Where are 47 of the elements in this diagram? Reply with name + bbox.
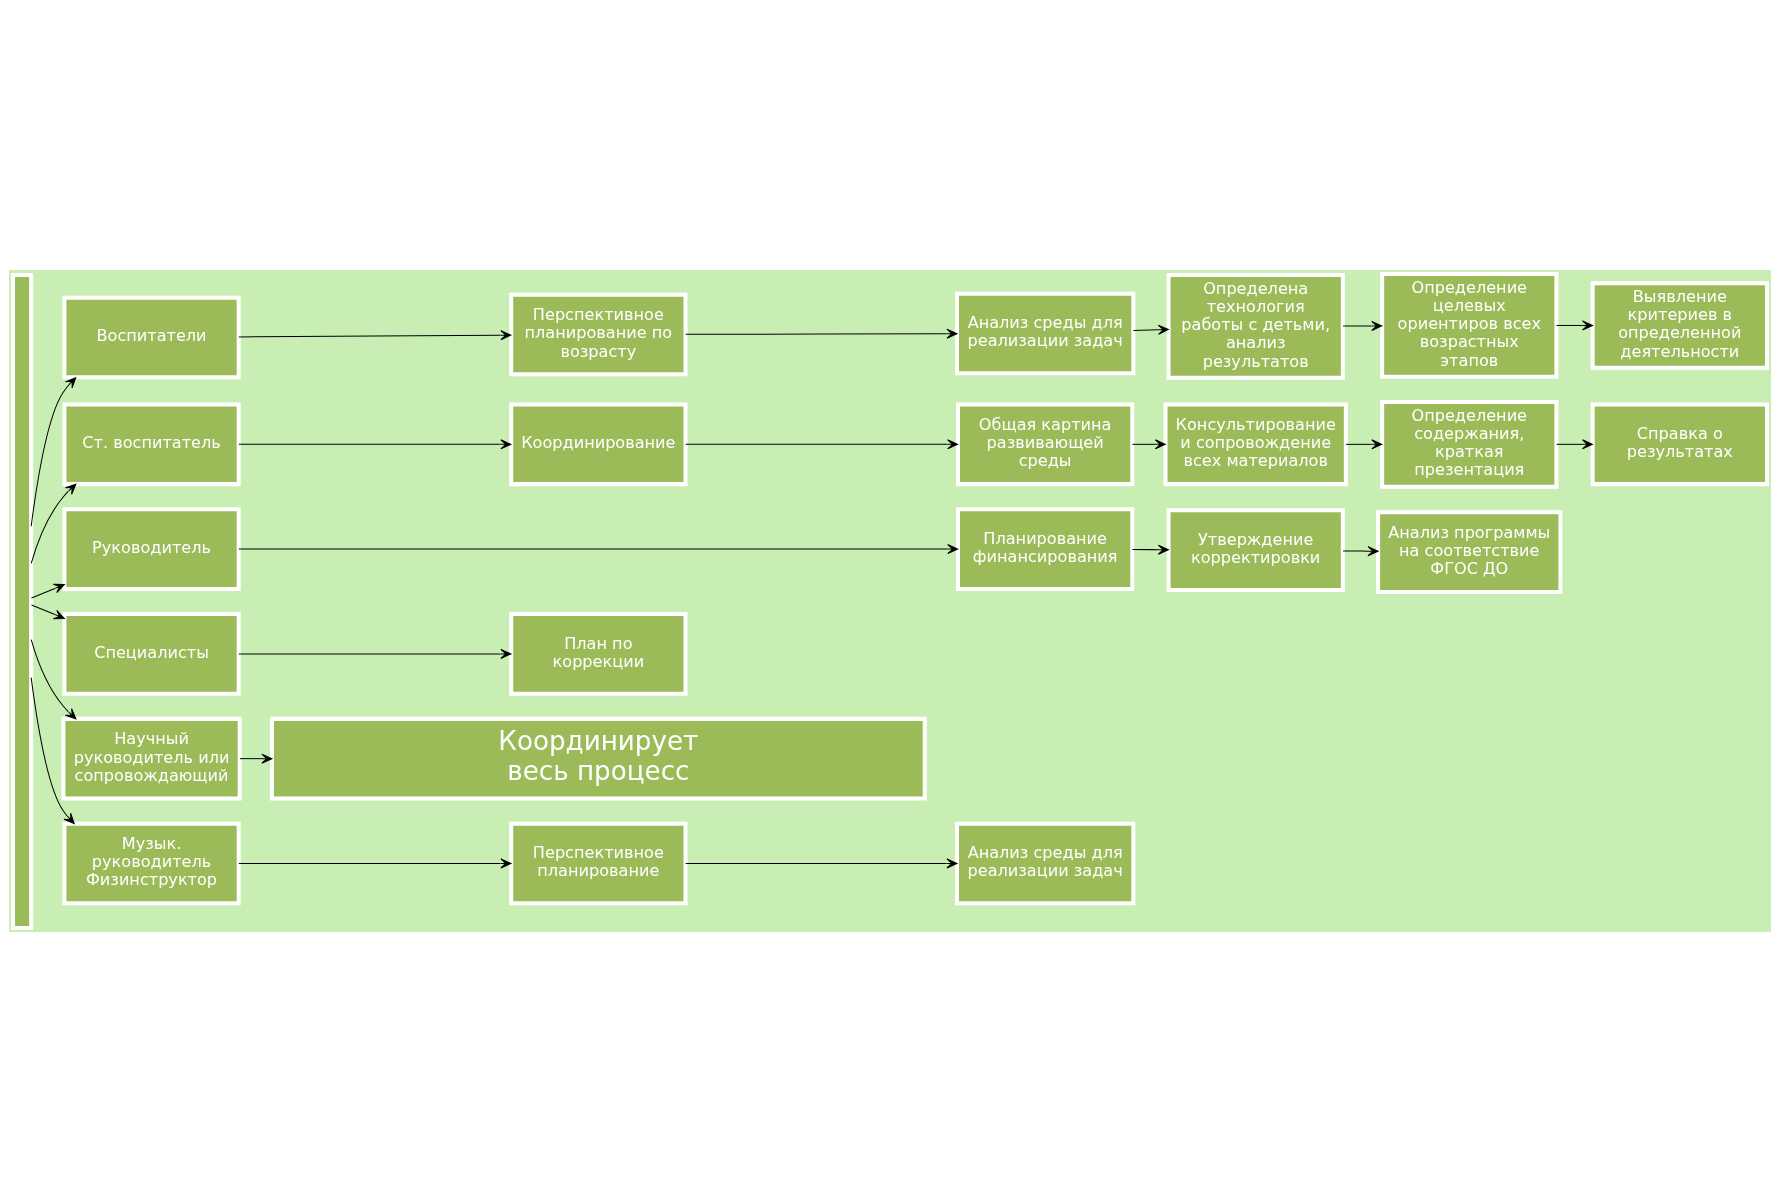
arrow <box>1555 438 1593 449</box>
arrow <box>1555 319 1593 330</box>
node-box: Выявление критериев в определенной деятельности <box>1590 280 1769 370</box>
node-box: Специалисты <box>61 611 241 696</box>
arrow <box>237 648 511 659</box>
arrow <box>30 603 65 619</box>
arrow <box>1131 438 1166 449</box>
arrow <box>30 376 76 527</box>
node-box: Планирование финансирования <box>955 506 1134 591</box>
node-box: Консультирование и сопровождение всех материалов <box>1163 402 1348 486</box>
node-box: Общая картина развивающей среды <box>955 402 1134 486</box>
node-box: План по коррекции <box>508 611 687 696</box>
arrow <box>1131 544 1169 555</box>
node-box: Утверждение корректировки <box>1166 507 1345 592</box>
arrow <box>1132 324 1169 335</box>
node-box: Воспитатели <box>61 295 241 379</box>
arrow <box>30 676 75 824</box>
node-box: Перспективное планирование <box>508 821 687 905</box>
arrow <box>30 638 76 719</box>
arrow <box>684 857 957 868</box>
node-box: Определение содержания, краткая презентация <box>1379 399 1558 489</box>
node-box: Руководитель <box>61 506 241 591</box>
node-box: Координирует весь процесс <box>269 716 927 800</box>
node-box: Анализ программы на соответствие ФГОС ДО <box>1375 509 1562 594</box>
node-box: Координирование <box>508 402 687 486</box>
node-box: Ст. воспитатель <box>61 402 241 486</box>
arrow <box>684 328 957 339</box>
node-box: Анализ среды для реализации задач <box>954 291 1135 375</box>
node-bar <box>10 272 33 930</box>
arrow <box>237 438 511 449</box>
arrow <box>237 329 511 340</box>
node-box: Музык. руководитель Физинструктор <box>61 821 241 905</box>
arrow <box>238 753 272 764</box>
arrow <box>1345 438 1382 449</box>
arrow <box>30 583 65 599</box>
node-box: Справка о результатах <box>1590 402 1769 486</box>
arrow <box>1342 320 1382 331</box>
node-box: Научный руководитель или сопровождающий <box>60 716 242 800</box>
node-box: Определена технология работы с детьми, анализ результатов <box>1166 272 1345 380</box>
arrow <box>30 483 76 564</box>
arrow <box>237 543 958 554</box>
node-box: Анализ среды для реализации задач <box>954 821 1135 905</box>
arrow <box>1342 545 1379 556</box>
node-box: Определение целевых ориентиров всех возрастных этапов <box>1379 271 1558 379</box>
arrow <box>684 438 958 449</box>
arrow <box>237 857 511 868</box>
node-box: Перспективное планирование по возрасту <box>508 292 687 376</box>
